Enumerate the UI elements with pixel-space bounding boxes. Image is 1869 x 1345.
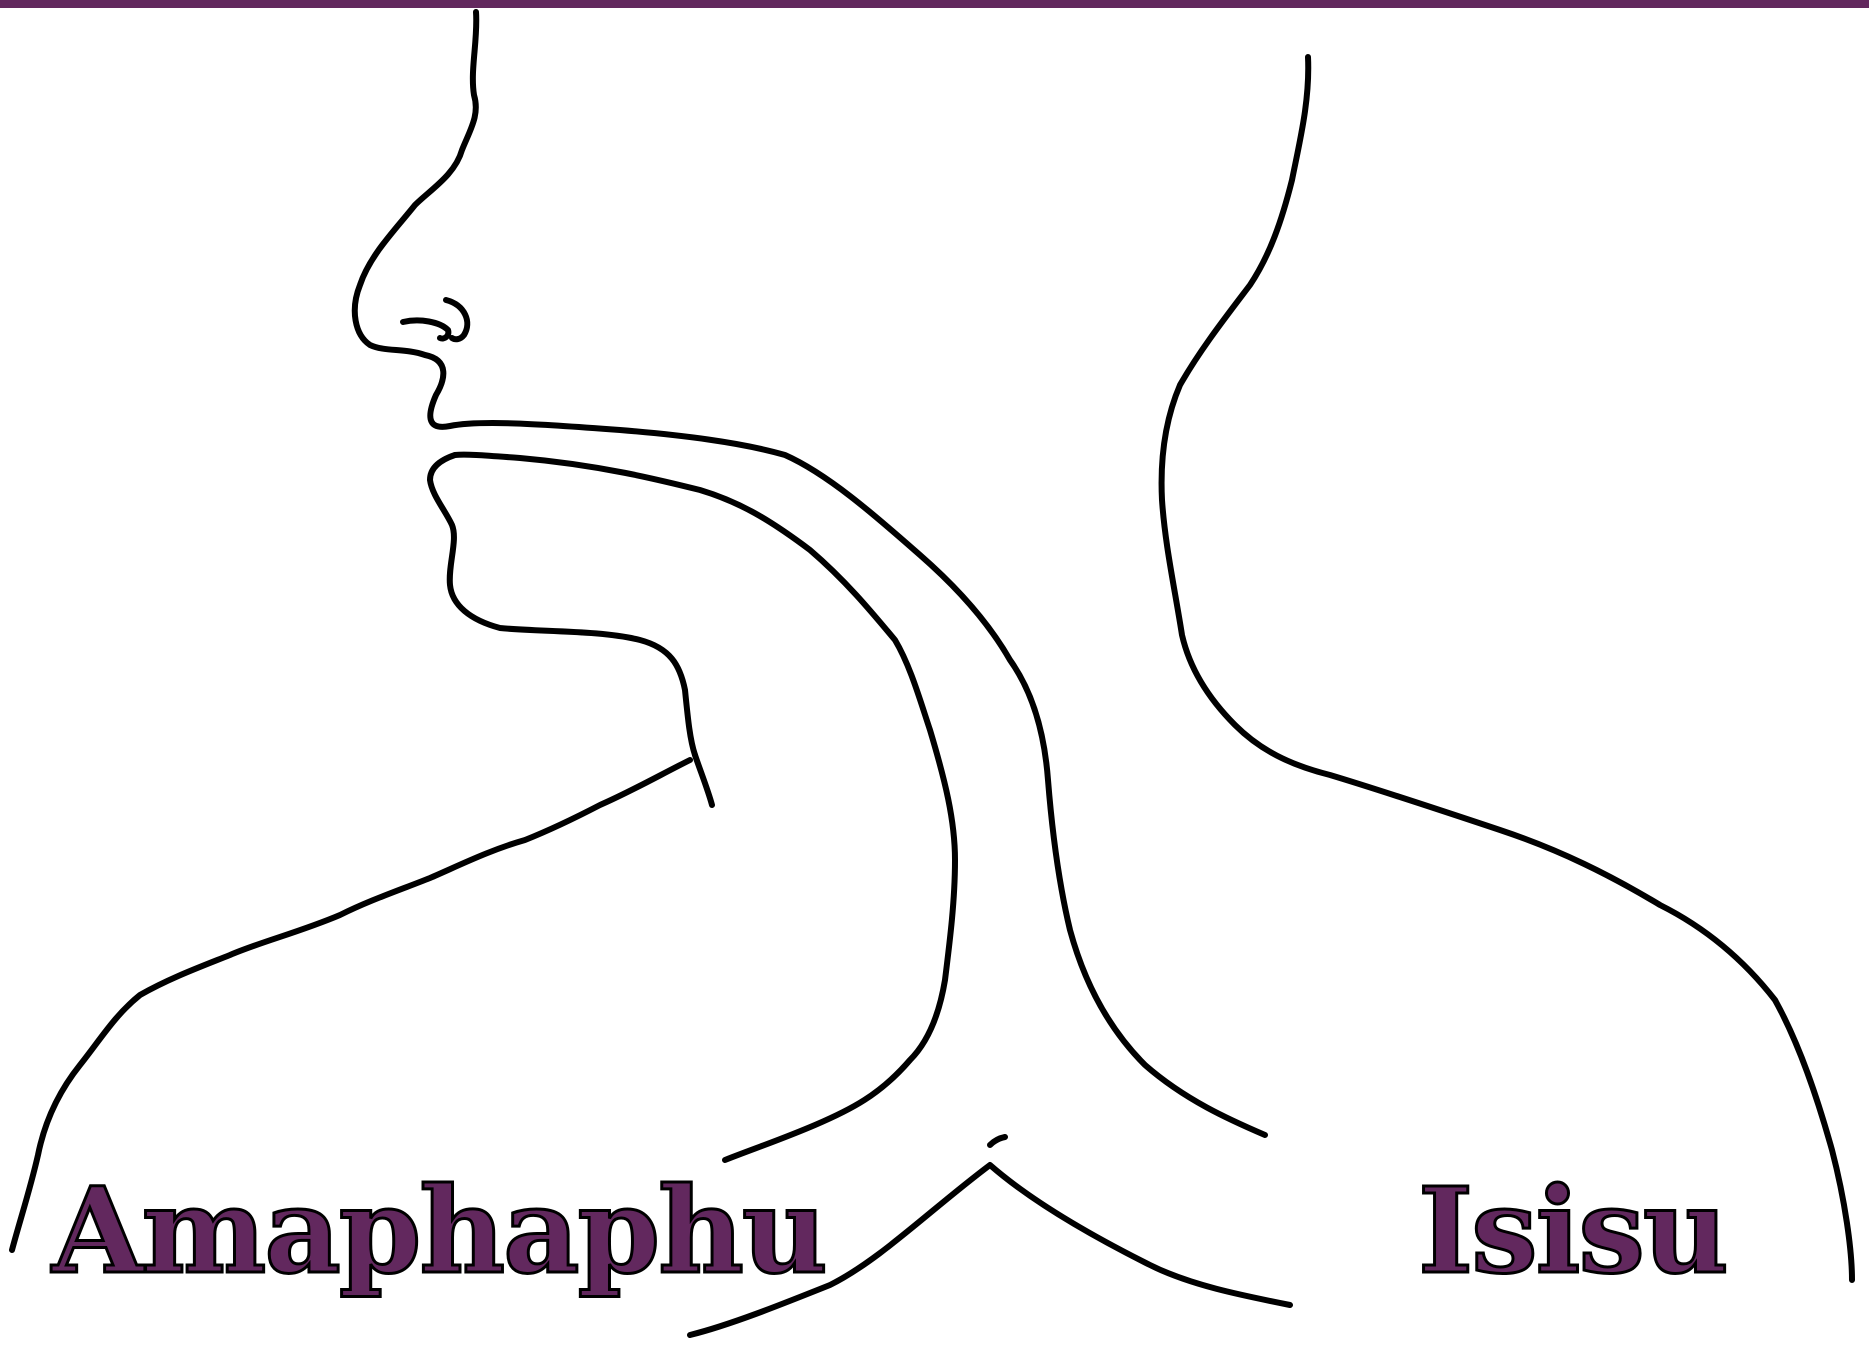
chin-and-esophagus-outline xyxy=(455,455,955,1160)
throat-front-line xyxy=(695,755,712,805)
trachea-top-tick xyxy=(990,1137,1005,1145)
label-isisu: Isisu xyxy=(1418,1172,1727,1290)
lower-lip-chin xyxy=(430,455,695,755)
nostril-line xyxy=(403,320,448,338)
label-amaphaphu: Amaphaphu xyxy=(52,1172,826,1290)
back-of-neck-line xyxy=(1162,57,1852,1280)
face-profile-outline xyxy=(355,12,1265,1135)
